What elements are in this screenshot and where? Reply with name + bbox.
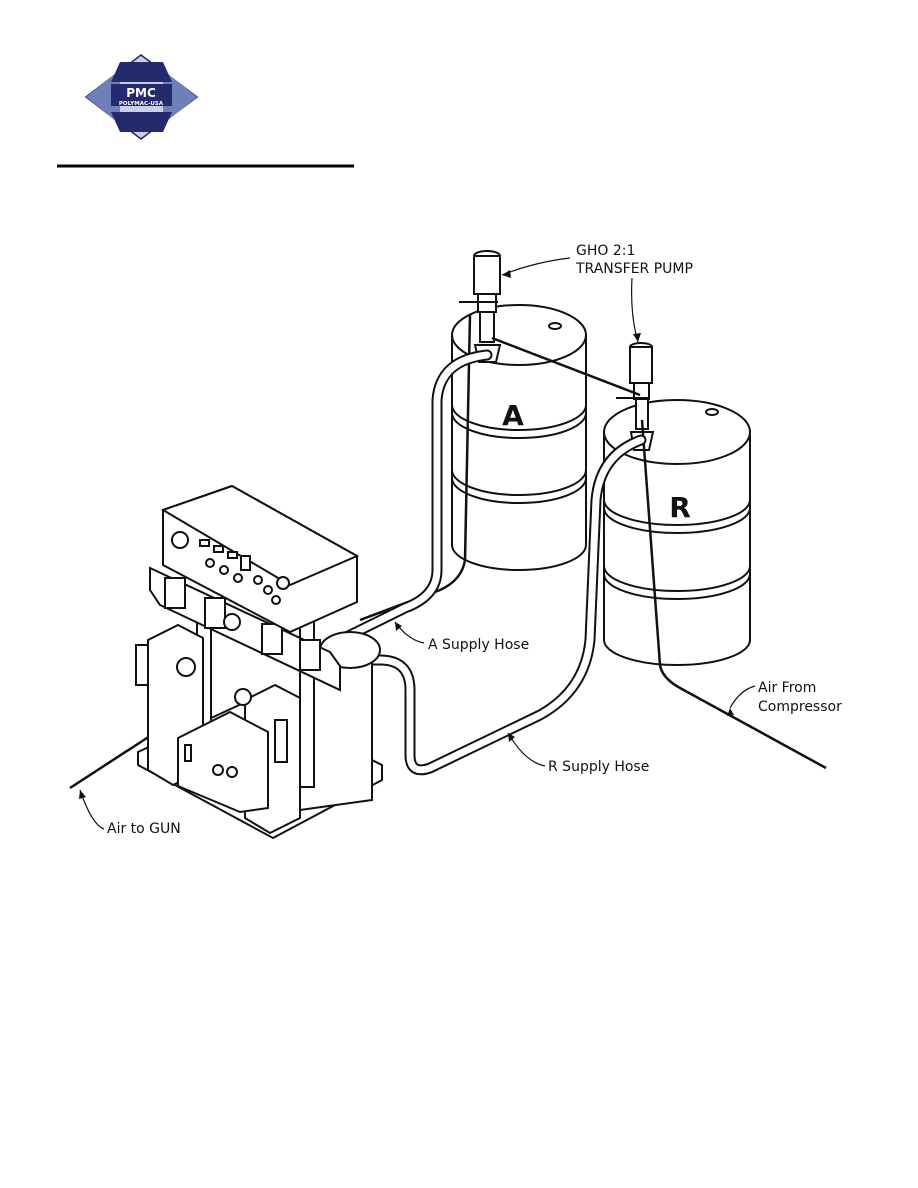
- transfer-pump-a: [459, 250, 502, 363]
- drum-a: [451, 304, 587, 571]
- pump-label-line1: GHO 2:1: [576, 243, 635, 259]
- air-lines: [69, 314, 827, 790]
- proportioner-machine: [135, 484, 383, 840]
- drum-r: [603, 399, 751, 666]
- a-supply-hose-label: A Supply Hose: [428, 637, 529, 653]
- callout-arrowheads: [79, 270, 734, 799]
- air-from-label-line2: Compressor: [758, 699, 842, 715]
- pump-label-line2: TRANSFER PUMP: [575, 261, 693, 277]
- air-from-label-line1: Air From: [758, 680, 816, 696]
- air-to-gun-label: Air to GUN: [107, 821, 181, 837]
- r-supply-hose-label: R Supply Hose: [548, 759, 649, 775]
- logo-subtitle: POLYMAC-USA: [119, 101, 164, 107]
- logo-brand: PMC: [126, 86, 156, 100]
- drum-a-label: A: [502, 399, 524, 432]
- drum-r-label: R: [669, 491, 691, 524]
- pmc-logo: PMC POLYMAC-USA: [84, 54, 199, 140]
